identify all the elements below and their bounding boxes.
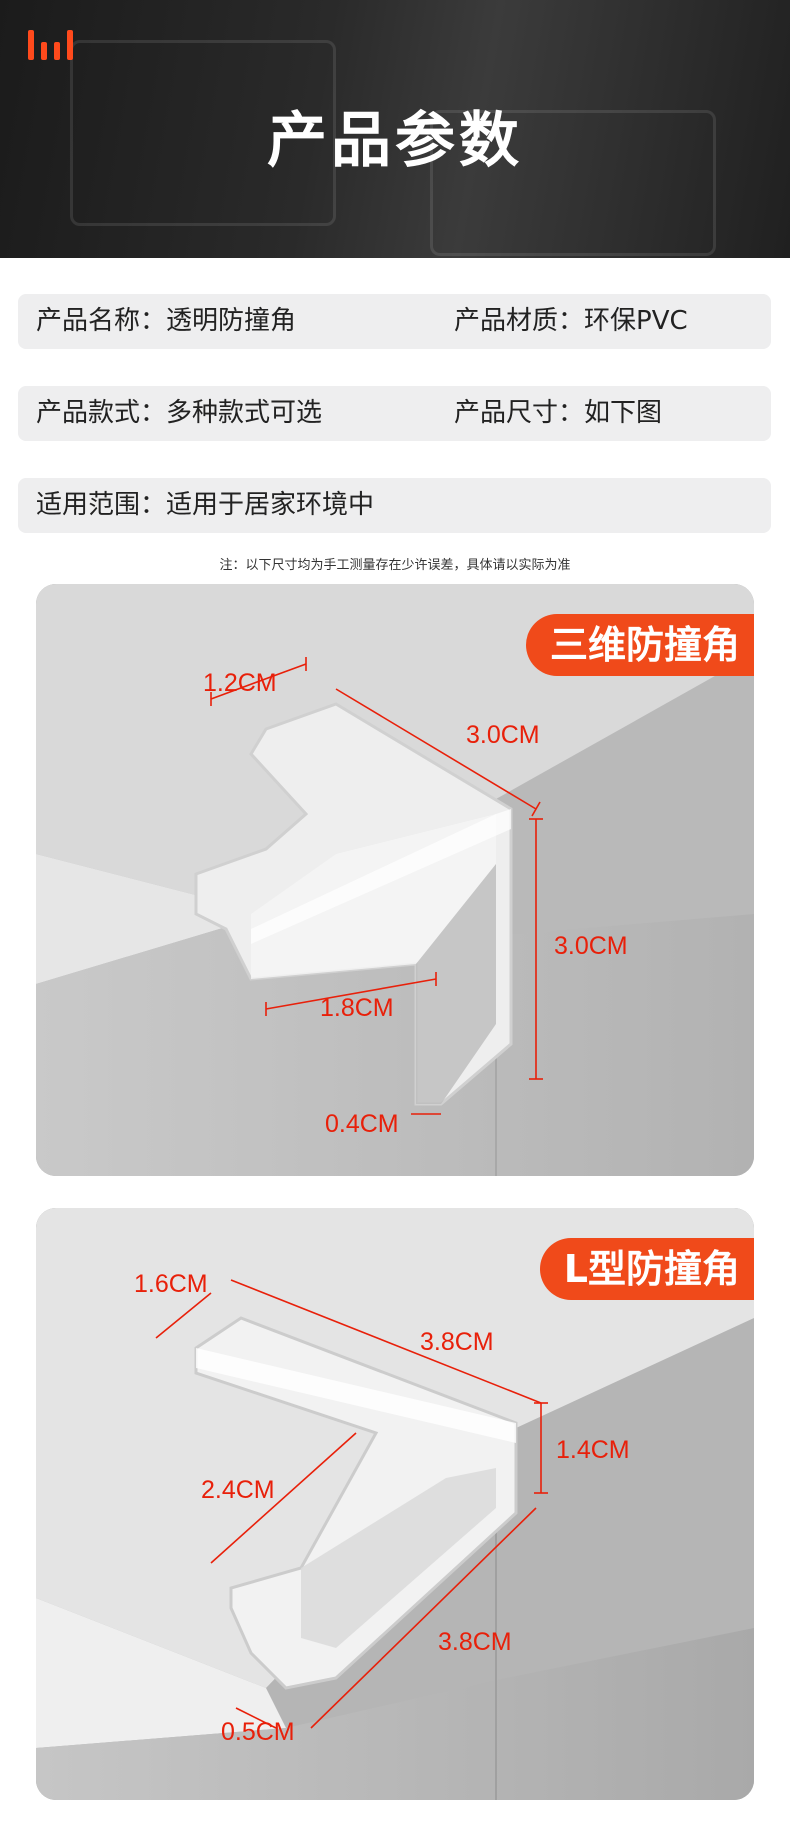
dimension-lines [210, 657, 543, 1115]
spec-value: 多种款式可选 [166, 398, 323, 428]
dimension-label: 0.4CM [325, 1110, 399, 1138]
measurement-note: 注：以下尺寸均为手工测量存在少许误差，具体请以实际为准 [219, 558, 571, 573]
spec-value: 如下图 [584, 398, 663, 428]
dimension-label: 1.8CM [320, 994, 394, 1022]
spec-value: 适用于居家环境中 [166, 490, 375, 520]
page-title: 产品参数 [267, 106, 523, 176]
product-illustration [36, 1208, 754, 1800]
spec-item: 产品款式：多种款式可选 [36, 386, 322, 441]
dimension-lines [155, 1279, 548, 1729]
spec-item: 产品名称：透明防撞角 [36, 294, 296, 349]
spec-label: 产品款式： [36, 398, 167, 428]
product-panel-l-corner: L型防撞角 1.6CM 3.8CM 1.4CM 2.4CM 3.8CM 0.5C… [36, 1208, 754, 1800]
dimension-label: 3.8CM [438, 1628, 512, 1656]
dimension-label: 0.5CM [221, 1718, 295, 1746]
dimension-label: 1.6CM [134, 1270, 208, 1298]
corner-guard-shape [194, 702, 513, 1106]
dimension-label: 1.2CM [203, 669, 277, 697]
spec-label: 产品尺寸： [454, 398, 585, 428]
spec-label: 产品材质： [454, 306, 585, 336]
header-decoration [430, 110, 716, 256]
dimension-label: 3.0CM [554, 932, 628, 960]
spec-value: 环保PVC [584, 306, 688, 336]
dimension-label: 2.4CM [201, 1476, 275, 1504]
spec-row: 适用范围：适用于居家环境中 [18, 478, 771, 533]
dimension-label: 3.0CM [466, 721, 540, 749]
dimension-label: 3.8CM [420, 1328, 494, 1356]
corner-guard-shape [194, 1316, 518, 1690]
header-decoration [70, 40, 336, 226]
product-tag: 三维防撞角 [525, 614, 754, 676]
brand-logo-icon [28, 30, 74, 60]
product-illustration [36, 584, 754, 1176]
spec-label: 产品名称： [36, 306, 167, 336]
spec-item: 产品材质：环保PVC [454, 294, 688, 349]
dimension-label: 1.4CM [556, 1436, 630, 1464]
spec-item: 产品尺寸：如下图 [454, 386, 662, 441]
spec-item: 适用范围：适用于居家环境中 [36, 478, 374, 533]
header-banner: 产品参数 [0, 0, 790, 258]
spec-value: 透明防撞角 [166, 306, 297, 336]
spec-row: 产品款式：多种款式可选 产品尺寸：如下图 [18, 386, 771, 441]
spec-row: 产品名称：透明防撞角 产品材质：环保PVC [18, 294, 771, 349]
spec-label: 适用范围： [36, 490, 167, 520]
product-tag: L型防撞角 [539, 1238, 754, 1300]
product-panel-3d-corner: 三维防撞角 1.2CM 3.0CM 3.0CM 1.8CM 0.4CM [36, 584, 754, 1176]
